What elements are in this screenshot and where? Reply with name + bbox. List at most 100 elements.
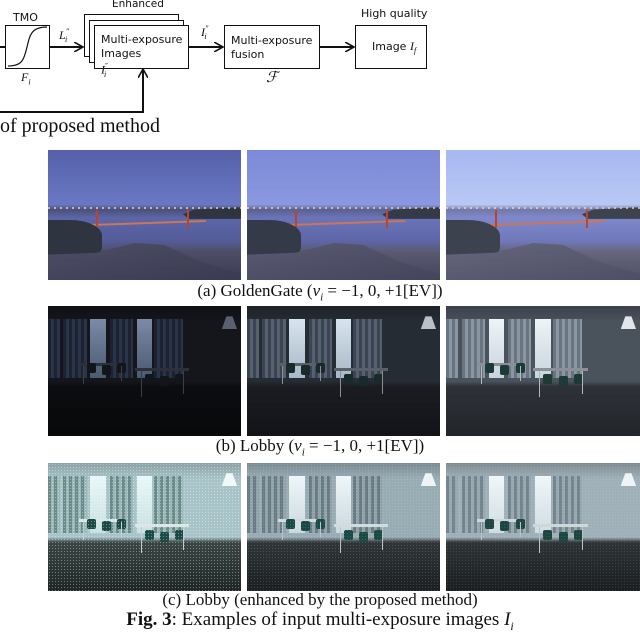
- wall-lamp: [420, 473, 437, 487]
- table-left: [477, 519, 524, 523]
- luminance-sub: i: [65, 35, 68, 45]
- headland: [48, 220, 103, 260]
- table-leg: [480, 521, 482, 540]
- output-image-sub: f: [413, 46, 417, 56]
- images-arrow-sup: ″: [205, 24, 209, 33]
- table-leg: [539, 527, 541, 553]
- table-leg: [320, 365, 322, 382]
- chair: [102, 520, 112, 531]
- curtain-right: [353, 475, 383, 534]
- diagram-connectors: [0, 26, 640, 113]
- tmo-box: [5, 25, 50, 69]
- window-left: [247, 319, 259, 378]
- curtain-right: [154, 319, 184, 378]
- table-leg: [140, 371, 142, 397]
- fusion-line1: Multi-exposure: [231, 34, 313, 47]
- chair: [301, 364, 311, 375]
- curtain-right: [552, 475, 582, 534]
- window-pane: [335, 475, 352, 534]
- high-quality-label: High quality: [361, 7, 428, 20]
- table-leg: [320, 521, 322, 538]
- window-left: [247, 475, 259, 534]
- chair: [574, 373, 584, 384]
- subcaption-a-prefix: (a) GoldenGate (: [197, 281, 313, 300]
- window-pane: [488, 319, 505, 378]
- chair: [374, 529, 384, 540]
- lobby-image-0ev: [247, 306, 440, 436]
- curtain-left: [461, 475, 485, 534]
- multi-exposure-images-box: Multi-exposure Images I″i: [94, 25, 189, 79]
- tmo-function-subscript: i: [28, 77, 31, 87]
- table-leg: [480, 365, 482, 384]
- subcaption-b-var: v: [294, 436, 302, 455]
- luminance-symbol: L: [59, 28, 66, 42]
- chair: [500, 520, 510, 531]
- far-shore: [382, 207, 440, 219]
- table-leg: [281, 521, 283, 540]
- tmo-function-label: Fi: [21, 70, 31, 86]
- table-leg: [382, 527, 384, 551]
- table-leg: [581, 371, 583, 395]
- chair: [484, 363, 494, 374]
- window-left: [48, 475, 60, 534]
- wall-lamp: [620, 473, 637, 487]
- subcaption-b-var-sub: i: [301, 446, 305, 459]
- table-leg: [581, 527, 583, 551]
- figure-caption-text: : Examples of input multi-exposure image…: [171, 609, 505, 630]
- chair: [484, 519, 494, 530]
- table-right: [533, 524, 588, 528]
- lobby-image-plus1ev: [446, 306, 640, 436]
- window-left: [446, 475, 458, 534]
- window-pane: [136, 475, 153, 534]
- table-leg: [519, 365, 521, 382]
- window-pane: [488, 475, 505, 534]
- chair: [374, 373, 384, 384]
- curtain-left: [63, 319, 87, 378]
- window-pane: [136, 319, 153, 378]
- curtain-mid: [508, 319, 532, 378]
- wall-lamp: [221, 473, 238, 487]
- tmo-label: TMO: [13, 11, 38, 24]
- images-symbol: I: [101, 62, 105, 77]
- curtain-right: [353, 319, 383, 378]
- subcaption-b: (b) Lobby (vi = −1, 0, +1[EV]): [0, 436, 640, 458]
- headland: [446, 220, 501, 260]
- curtain-mid: [508, 475, 532, 534]
- chair: [144, 529, 154, 540]
- window-left: [446, 319, 458, 378]
- curtain-mid: [109, 319, 133, 378]
- chair: [86, 363, 96, 374]
- chair: [102, 364, 112, 375]
- window-pane: [335, 319, 352, 378]
- images-word: Images: [101, 47, 142, 60]
- diagram-caption-fragment: of proposed method: [0, 115, 160, 137]
- multi-exposure-line1: Multi-exposure: [101, 33, 183, 46]
- goldengate-image-0ev: [247, 150, 440, 280]
- bridge-tower-right: [585, 209, 588, 228]
- curtain-mid: [308, 475, 332, 534]
- far-shore: [581, 207, 640, 219]
- luminance-sup: ″: [65, 27, 70, 36]
- curtain-left: [262, 475, 286, 534]
- method-diagram: TMO Fi L″i Enhanced Multi-exposure Image…: [0, 0, 640, 140]
- window-left: [48, 319, 60, 378]
- sensor-noise: [446, 463, 640, 591]
- sensor-noise: [446, 306, 640, 436]
- images-sub: i: [104, 69, 107, 79]
- chair: [543, 373, 552, 384]
- subcaption-a: (a) GoldenGate (vi = −1, 0, +1[EV]): [0, 281, 640, 303]
- chair: [144, 373, 154, 384]
- window-pane: [535, 475, 551, 534]
- chair: [159, 532, 169, 543]
- chair: [285, 363, 295, 374]
- bridge-tower-left: [494, 209, 497, 228]
- tone-curve-icon: [7, 26, 48, 67]
- chair: [558, 376, 568, 387]
- subcaption-b-prefix: (b) Lobby (: [215, 436, 295, 455]
- table-leg: [539, 371, 541, 397]
- chair: [86, 519, 96, 530]
- multi-exposure-line2: Images I″i: [101, 47, 150, 81]
- fusion-box: Multi-exposure fusion: [224, 25, 320, 69]
- table-right: [333, 524, 388, 528]
- figure-caption-sub: i: [510, 618, 514, 633]
